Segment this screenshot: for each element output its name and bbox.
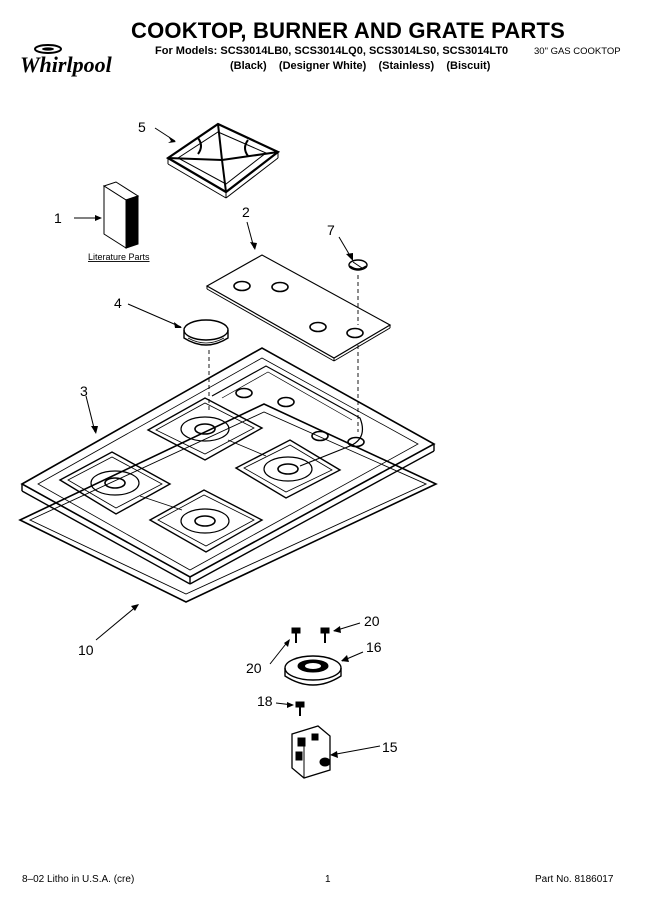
gasket-part: [18, 403, 438, 603]
literature-parts-label: Literature Parts: [88, 252, 150, 262]
model-list: For Models: SCS3014LB0, SCS3014LQ0, SCS3…: [155, 45, 509, 57]
callout-15: 15: [382, 739, 398, 755]
burner-base-part: [284, 655, 342, 686]
burner-cap-part: [183, 319, 229, 346]
callout-2: 2: [242, 204, 250, 220]
valve-part: [291, 725, 331, 779]
whirlpool-logo: Whirlpool: [18, 40, 130, 80]
callout-20-left: 20: [246, 660, 262, 676]
callout-7: 7: [327, 222, 335, 238]
literature-booklet: [102, 181, 140, 249]
page-number: 1: [325, 874, 331, 885]
callout-1: 1: [54, 210, 62, 226]
callout-5: 5: [138, 119, 146, 135]
callout-4: 4: [114, 295, 122, 311]
grate-part: [165, 122, 281, 199]
callout-10: 10: [78, 642, 94, 658]
callout-20-top: 20: [364, 613, 380, 629]
color-list: (Black) (Designer White) (Stainless) (Bi…: [230, 60, 491, 72]
callout-16: 16: [366, 639, 382, 655]
knob-part: [348, 259, 368, 271]
orifice-screw-part: [295, 701, 305, 716]
page-title: COOKTOP, BURNER AND GRATE PARTS: [131, 18, 566, 43]
screw-part: [291, 627, 330, 643]
callout-18: 18: [257, 693, 273, 709]
callout-3: 3: [80, 383, 88, 399]
product-category: 30" GAS COOKTOP: [534, 46, 621, 57]
part-number: Part No. 8186017: [535, 874, 614, 885]
svg-text:Whirlpool: Whirlpool: [20, 52, 113, 77]
litho-note: 8–02 Litho in U.S.A. (cre): [22, 874, 135, 885]
cooktop-overlay-part: [205, 254, 392, 362]
